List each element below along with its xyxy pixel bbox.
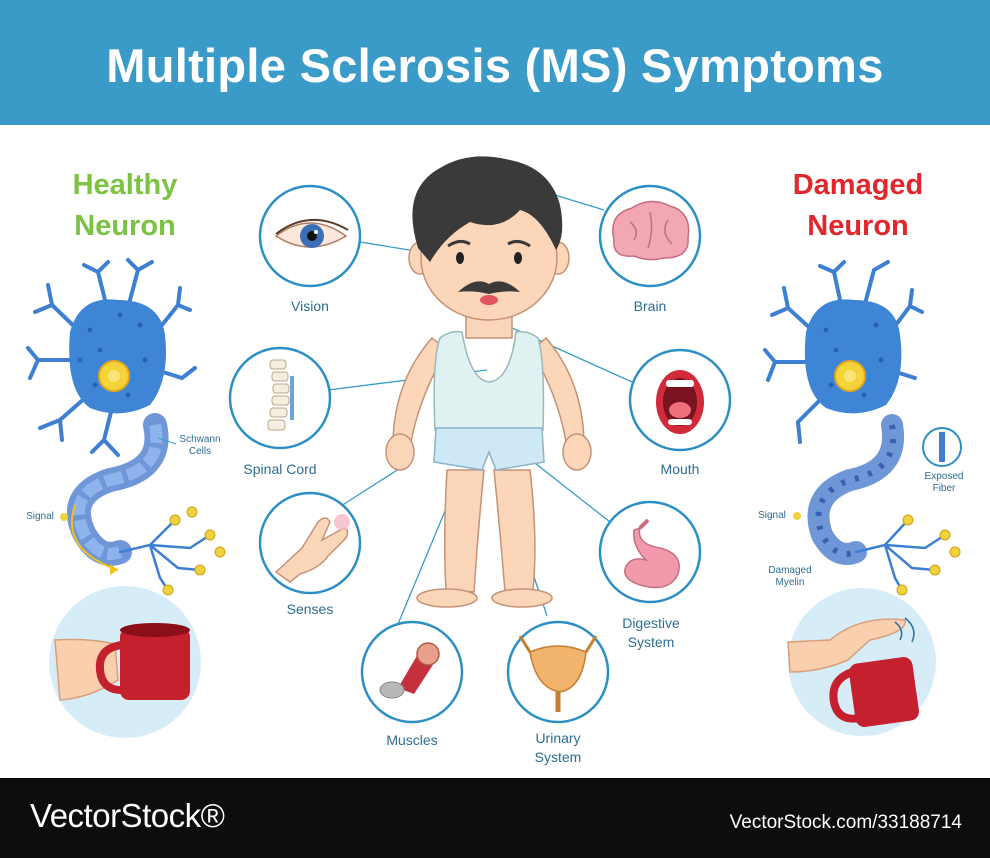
label-spinal-cord: Spinal Cord bbox=[243, 461, 317, 477]
bladder-icon bbox=[518, 635, 598, 712]
eye-icon bbox=[274, 219, 349, 248]
label-urinary-line1: Urinary bbox=[535, 730, 581, 746]
hand-icon bbox=[274, 514, 350, 583]
label-exposed-line2: Fiber bbox=[932, 483, 956, 494]
damaged-neuron bbox=[763, 260, 962, 596]
stomach-icon bbox=[624, 518, 680, 589]
label-senses: Senses bbox=[286, 601, 334, 617]
label-digestive-line2: System bbox=[627, 634, 675, 650]
vectorstock-logo: VectorStock® bbox=[30, 797, 225, 834]
spine-icon bbox=[267, 359, 294, 431]
shaky-cup-illustration bbox=[787, 588, 936, 736]
label-schwann-line2: Cells bbox=[188, 446, 212, 457]
healthy-heading-line1: Healthy bbox=[72, 169, 178, 201]
label-muscles: Muscles bbox=[386, 732, 438, 748]
label-damaged-myelin: Damaged Myelin bbox=[760, 565, 820, 589]
damaged-heading-line1: Damaged bbox=[792, 169, 924, 201]
label-exposed-line1: Exposed bbox=[924, 471, 964, 482]
page-title: Multiple Sclerosis (MS) Symptoms bbox=[106, 39, 884, 92]
label-myelin-line2: Myelin bbox=[775, 577, 805, 588]
label-myelin-line1: Damaged bbox=[768, 565, 812, 576]
label-schwann-cells: Schwann Cells bbox=[172, 434, 228, 458]
label-urinary-system: Urinary System bbox=[508, 729, 608, 767]
footer-bar bbox=[0, 778, 990, 858]
label-digestive-system: Digestive System bbox=[596, 614, 706, 652]
label-healthy-signal: Signal bbox=[26, 511, 54, 522]
healthy-heading-line2: Neuron bbox=[74, 210, 176, 242]
brain-icon bbox=[612, 200, 690, 261]
label-damaged-signal: Signal bbox=[758, 510, 786, 521]
damaged-neuron-heading: Damaged Neuron bbox=[768, 165, 948, 247]
label-brain: Brain bbox=[633, 298, 667, 314]
label-vision: Vision bbox=[291, 298, 329, 314]
label-mouth: Mouth bbox=[660, 461, 700, 477]
steady-cup-illustration bbox=[49, 586, 201, 738]
damaged-heading-line2: Neuron bbox=[807, 210, 909, 242]
man-illustration bbox=[385, 156, 592, 608]
label-exposed-fiber: Exposed Fiber bbox=[916, 471, 972, 495]
image-id: VectorStock.com/33188714 bbox=[729, 812, 962, 833]
healthy-neuron-heading: Healthy Neuron bbox=[40, 165, 210, 247]
title-banner bbox=[0, 0, 990, 125]
label-urinary-line2: System bbox=[534, 749, 582, 765]
label-schwann-line1: Schwann bbox=[179, 434, 221, 445]
mouth-icon bbox=[656, 370, 704, 434]
label-digestive-line1: Digestive bbox=[622, 615, 680, 631]
muscle-icon bbox=[379, 642, 440, 699]
healthy-neuron bbox=[26, 258, 226, 596]
